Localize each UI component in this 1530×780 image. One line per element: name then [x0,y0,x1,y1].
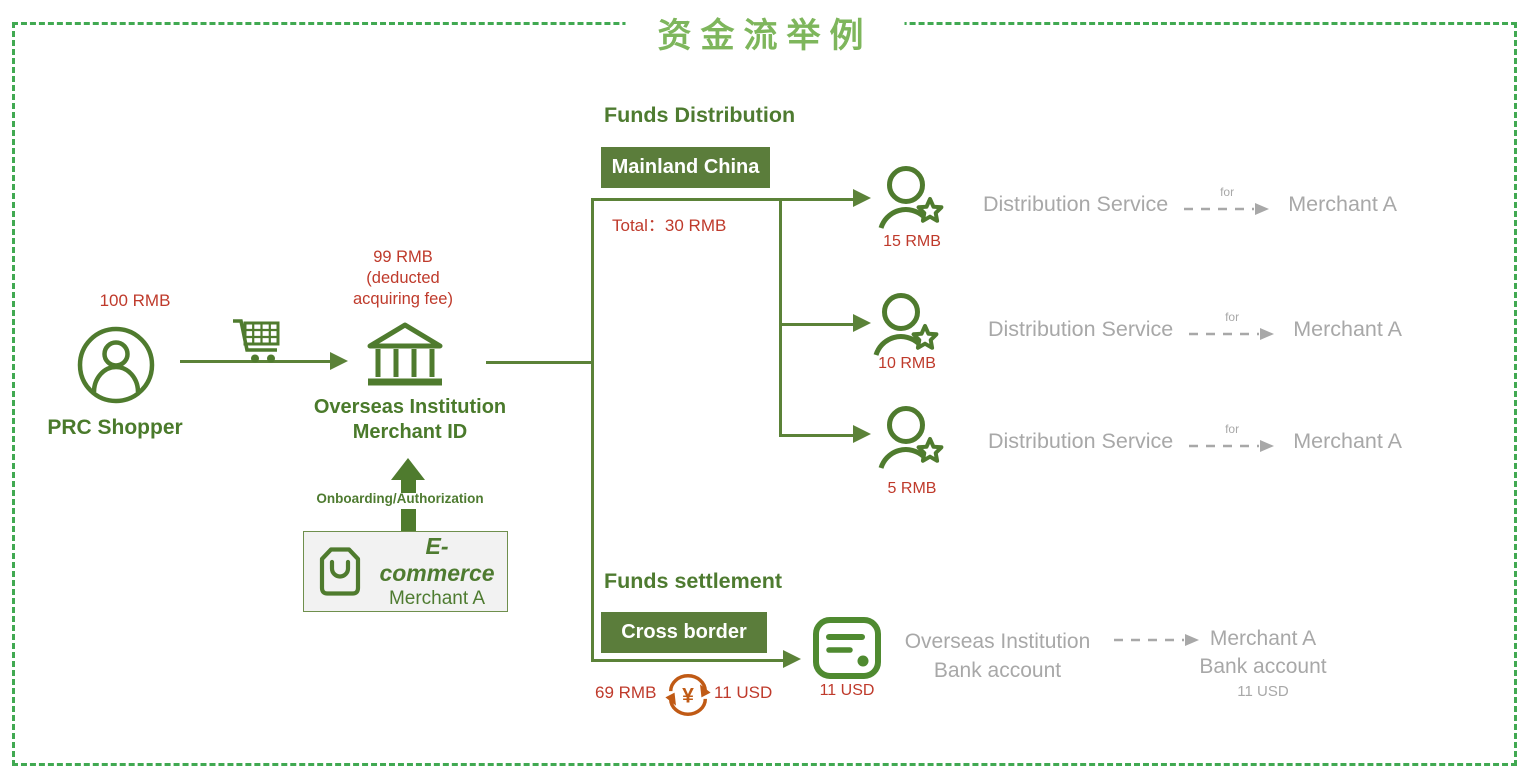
distribution-row: Distribution Service for Merchant A [988,310,1402,347]
merchant-label: Merchant A [1293,428,1402,453]
mainland-china-badge: Mainland China [601,147,770,188]
card-usd-amount: 11 USD [819,682,875,699]
to-account-line: Bank account [1199,655,1327,678]
merchant-label: Merchant A [1293,316,1402,341]
person-star-icon [873,291,941,357]
up-arrow-stem [401,479,416,493]
dashed-arrow-icon: for [1187,310,1279,346]
dashed-arrow-icon: for [1182,185,1274,221]
up-block-arrow-icon [391,458,425,480]
funds-distribution-heading: Funds Distribution [604,103,796,127]
person-circle-icon [76,325,156,405]
connector-branch-3 [779,434,855,437]
shopping-cart-icon [230,316,292,364]
settlement-rmb-amount: 69 RMB [595,683,657,702]
to-account-line: Merchant A [1209,627,1317,650]
for-label: for [1225,310,1240,324]
cross-border-badge: Cross border [601,612,767,653]
bank-icon [365,322,445,388]
funds-settlement-heading: Funds settlement [604,569,782,593]
settlement-arrowhead [783,650,801,668]
connector-branch-2 [779,323,855,326]
distribution-row: Distribution Service for Merchant A [988,422,1402,459]
connector-sub-trunk [779,198,782,437]
yuan-symbol: ¥ [682,685,694,708]
for-label: for [1220,185,1235,199]
from-account-line: Overseas Institution [904,630,1091,653]
person-star-icon [878,404,946,470]
diagram-title: 资金流举例 [625,8,905,57]
institution-name-line: Merchant ID [352,421,468,443]
bank-card-icon [812,616,882,680]
to-account-amount: 11 USD [1237,683,1289,700]
shopper-amount: 100 RMB [99,291,171,310]
distribution-amount-2: 10 RMB [878,355,936,372]
connector-branch-1 [591,198,855,201]
distribution-row: Distribution Service for Merchant A [983,185,1397,222]
from-bank-account-label: Overseas Institution Bank account [885,627,1110,685]
ecommerce-box: E-commerce Merchant A [303,531,508,612]
distribution-service-label: Distribution Service [988,316,1174,341]
fee-line: (deducted [366,269,440,287]
branch-1-arrowhead [853,189,871,207]
shopping-bag-icon [317,546,363,598]
person-star-icon [878,164,946,230]
ecommerce-name: E-commerce [379,533,495,586]
ecommerce-labels: E-commerce Merchant A [372,533,502,610]
dashed-arrow-icon: for [1187,422,1279,458]
fee-line: 99 RMB [373,248,433,266]
currency-exchange-icon: ¥ [663,670,713,720]
distribution-service-label: Distribution Service [988,428,1174,453]
shopper-label: PRC Shopper [47,416,183,439]
distribution-total: Total：30 RMB [612,216,727,235]
merchant-label: Merchant A [1288,191,1397,216]
institution-label: Overseas Institution Merchant ID [290,395,530,445]
for-label: for [1225,422,1240,436]
acquiring-fee-note: 99 RMB (deducted acquiring fee) [328,247,478,310]
connector-settlement [591,659,785,662]
distribution-service-label: Distribution Service [983,191,1169,216]
distribution-amount-1: 15 RMB [883,233,941,250]
dashed-arrow-icon [1112,618,1530,652]
institution-name-line: Overseas Institution [313,396,507,418]
settlement-usd-amount: 11 USD [714,683,773,702]
to-bank-account-label: Merchant A Bank account 11 USD [1178,625,1348,703]
branch-2-arrowhead [853,314,871,332]
connector-trunk [591,198,594,662]
onboarding-label: Onboarding/Authorization [316,491,484,506]
ecommerce-merchant: Merchant A [388,588,486,609]
distribution-amount-3: 5 RMB [887,480,937,497]
fee-line: acquiring fee) [353,290,453,308]
purchase-arrowhead [330,352,348,370]
branch-3-arrowhead [853,425,871,443]
connector-bank-to-trunk [486,361,592,364]
from-account-line: Bank account [933,659,1062,682]
up-arrow-stem [401,509,416,531]
